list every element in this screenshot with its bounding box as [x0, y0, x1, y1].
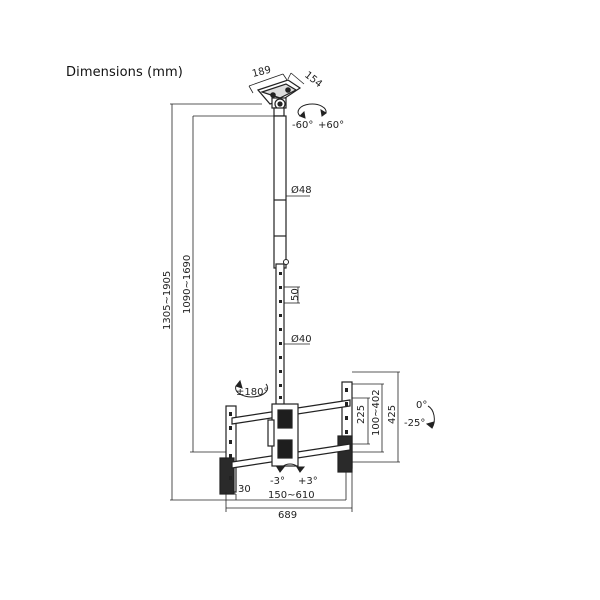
bracket-width-label: 689	[278, 510, 297, 521]
tilt-down-label: -25°	[404, 418, 425, 429]
horizontal-range-label: 150~610	[268, 490, 315, 501]
tilt-arrow-icon	[425, 405, 435, 429]
inner-tube-holes	[279, 272, 282, 399]
vesa-vertical-label: 225	[356, 405, 367, 424]
base-width-label: 189	[251, 65, 272, 80]
swivel-right-label: +60°	[318, 120, 344, 131]
bracket-height-label: 425	[387, 405, 398, 424]
tv-bracket	[219, 381, 353, 495]
tilt-up-label: 0°	[416, 400, 427, 411]
swivel-left-label: -60°	[292, 120, 313, 131]
outer-tube	[273, 115, 287, 269]
total-height-label: 1305~1905	[162, 271, 173, 330]
bracket-slots	[229, 388, 348, 480]
diagram-title: Dimensions (mm)	[66, 65, 183, 80]
width-dimensions	[225, 468, 353, 512]
rotation-label: ±180°	[236, 387, 268, 398]
base-dimensions	[248, 72, 305, 94]
vertical-range-label: 100~402	[371, 389, 382, 436]
swivel-arrow-icon	[297, 103, 327, 119]
level-left-label: -3°	[270, 476, 285, 487]
rotation-arrow-icon	[235, 379, 269, 398]
bracket-height-dimensions	[352, 371, 400, 463]
base-depth-label: 154	[302, 70, 324, 90]
hole-pitch-label: 50	[290, 288, 301, 301]
hole-pitch-dimension	[284, 286, 300, 304]
level-arrow-icon	[276, 463, 306, 473]
inner-diameter-label: Ø40	[291, 333, 312, 345]
edge-offset-label: 30	[238, 484, 251, 495]
ceiling-plate	[256, 79, 302, 117]
level-right-label: +3°	[298, 476, 318, 487]
outer-diameter-label: Ø48	[291, 184, 312, 196]
pole-range-label: 1090~1690	[182, 255, 193, 314]
height-dimensions	[170, 103, 274, 501]
